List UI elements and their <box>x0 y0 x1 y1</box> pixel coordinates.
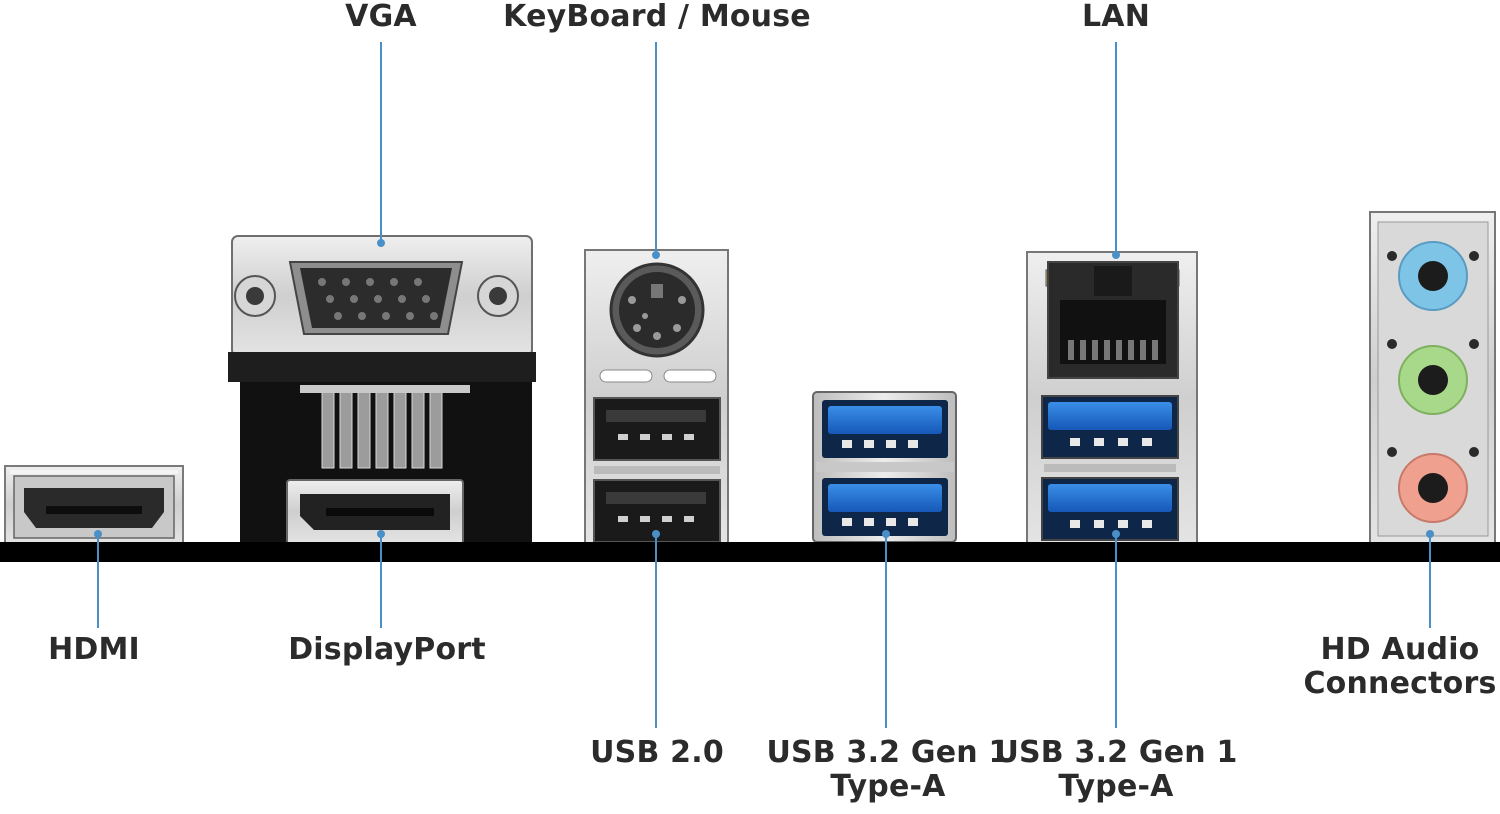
ps2-usb2-block <box>584 249 729 546</box>
label-hd-audio-line1: HD Audio <box>1320 632 1480 667</box>
label-vga: VGA <box>345 0 417 34</box>
usb32-stack-middle <box>812 391 957 543</box>
label-hdmi: HDMI <box>48 632 140 667</box>
label-usb20: USB 2.0 <box>590 735 724 770</box>
label-usb32-middle-line1: USB 3.2 Gen 1 <box>766 735 1010 770</box>
base-bar <box>0 542 1500 562</box>
label-usb32-gen1-middle: USB 3.2 Gen 1 Type-A <box>766 736 1009 804</box>
lan-usb32-block <box>1026 251 1198 545</box>
label-displayport: DisplayPort <box>288 632 486 667</box>
label-usb32-gen1-lan: USB 3.2 Gen 1 Type-A <box>994 736 1237 804</box>
label-lan: LAN <box>1081 0 1151 34</box>
hd-audio-block <box>1369 211 1496 545</box>
hdmi-port <box>4 465 184 545</box>
label-hd-audio: HD Audio Connectors <box>1303 633 1496 701</box>
leader-lines <box>94 42 1434 728</box>
label-usb32-lan-line2: Type-A <box>1058 769 1174 804</box>
label-keyboard-mouse: KeyBoard / Mouse <box>503 0 811 34</box>
label-usb32-lan-line1: USB 3.2 Gen 1 <box>994 735 1238 770</box>
vga-displayport-block <box>228 235 536 545</box>
label-hd-audio-line2: Connectors <box>1303 666 1497 701</box>
label-usb32-middle-line2: Type-A <box>830 769 946 804</box>
